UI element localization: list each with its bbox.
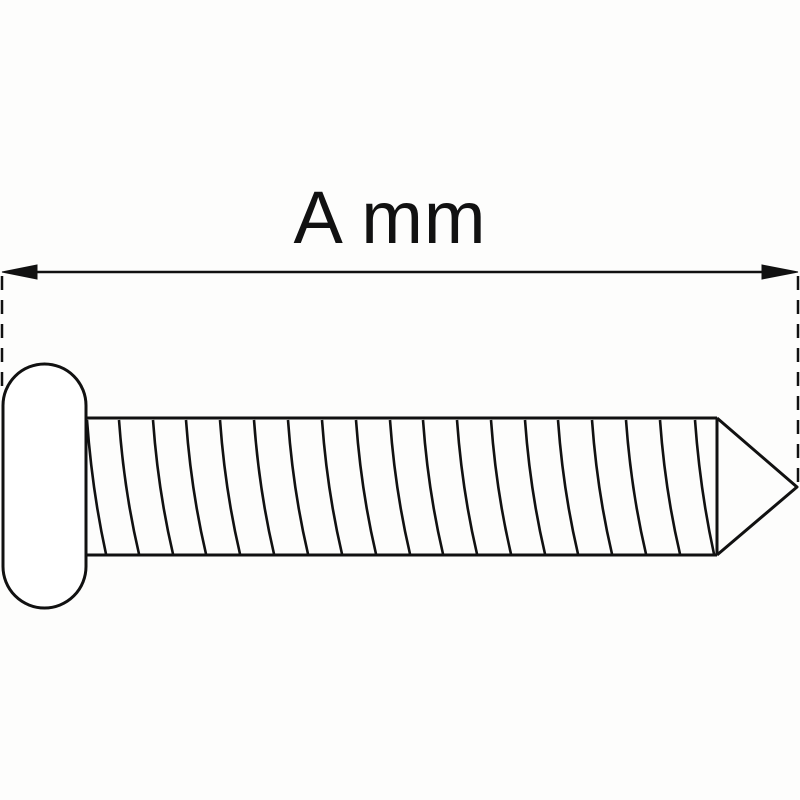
screw-threads: [85, 419, 716, 555]
left-arrowhead-icon: [1, 264, 38, 280]
screw-head: [1, 362, 88, 610]
dimension-line: [1, 264, 799, 280]
extension-lines: [0, 276, 800, 487]
screw-tip: [716, 416, 799, 557]
screw-shank: [84, 416, 719, 557]
dimension-label: A mm: [293, 176, 487, 259]
right-arrowhead-icon: [761, 264, 799, 280]
